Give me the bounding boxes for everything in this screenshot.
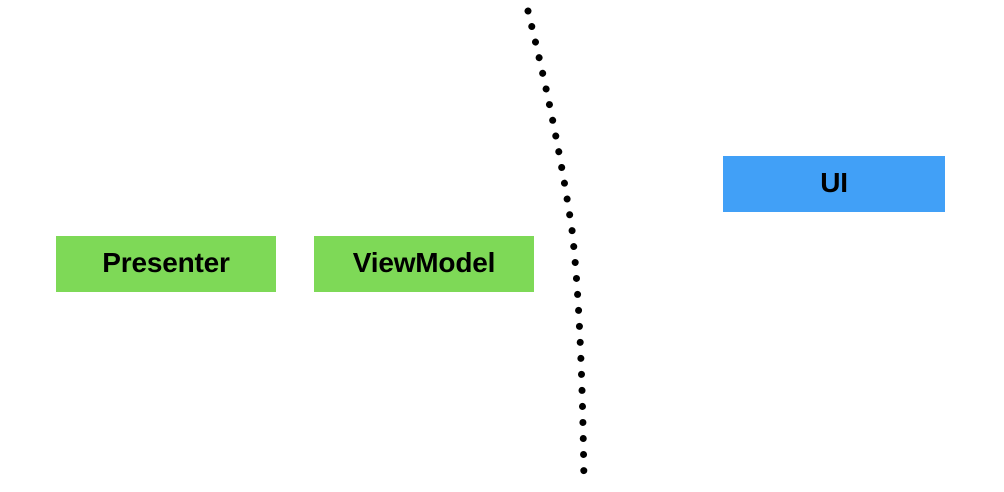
node-viewmodel-label: ViewModel [352, 247, 496, 278]
dotted-boundary-line [524, 7, 588, 490]
node-viewmodel[interactable]: ViewModel [314, 236, 534, 292]
node-presenter-label: Presenter [102, 247, 230, 278]
node-ui-label: UI [820, 167, 848, 198]
node-presenter[interactable]: Presenter [56, 236, 276, 292]
node-ui[interactable]: UI [723, 156, 945, 212]
